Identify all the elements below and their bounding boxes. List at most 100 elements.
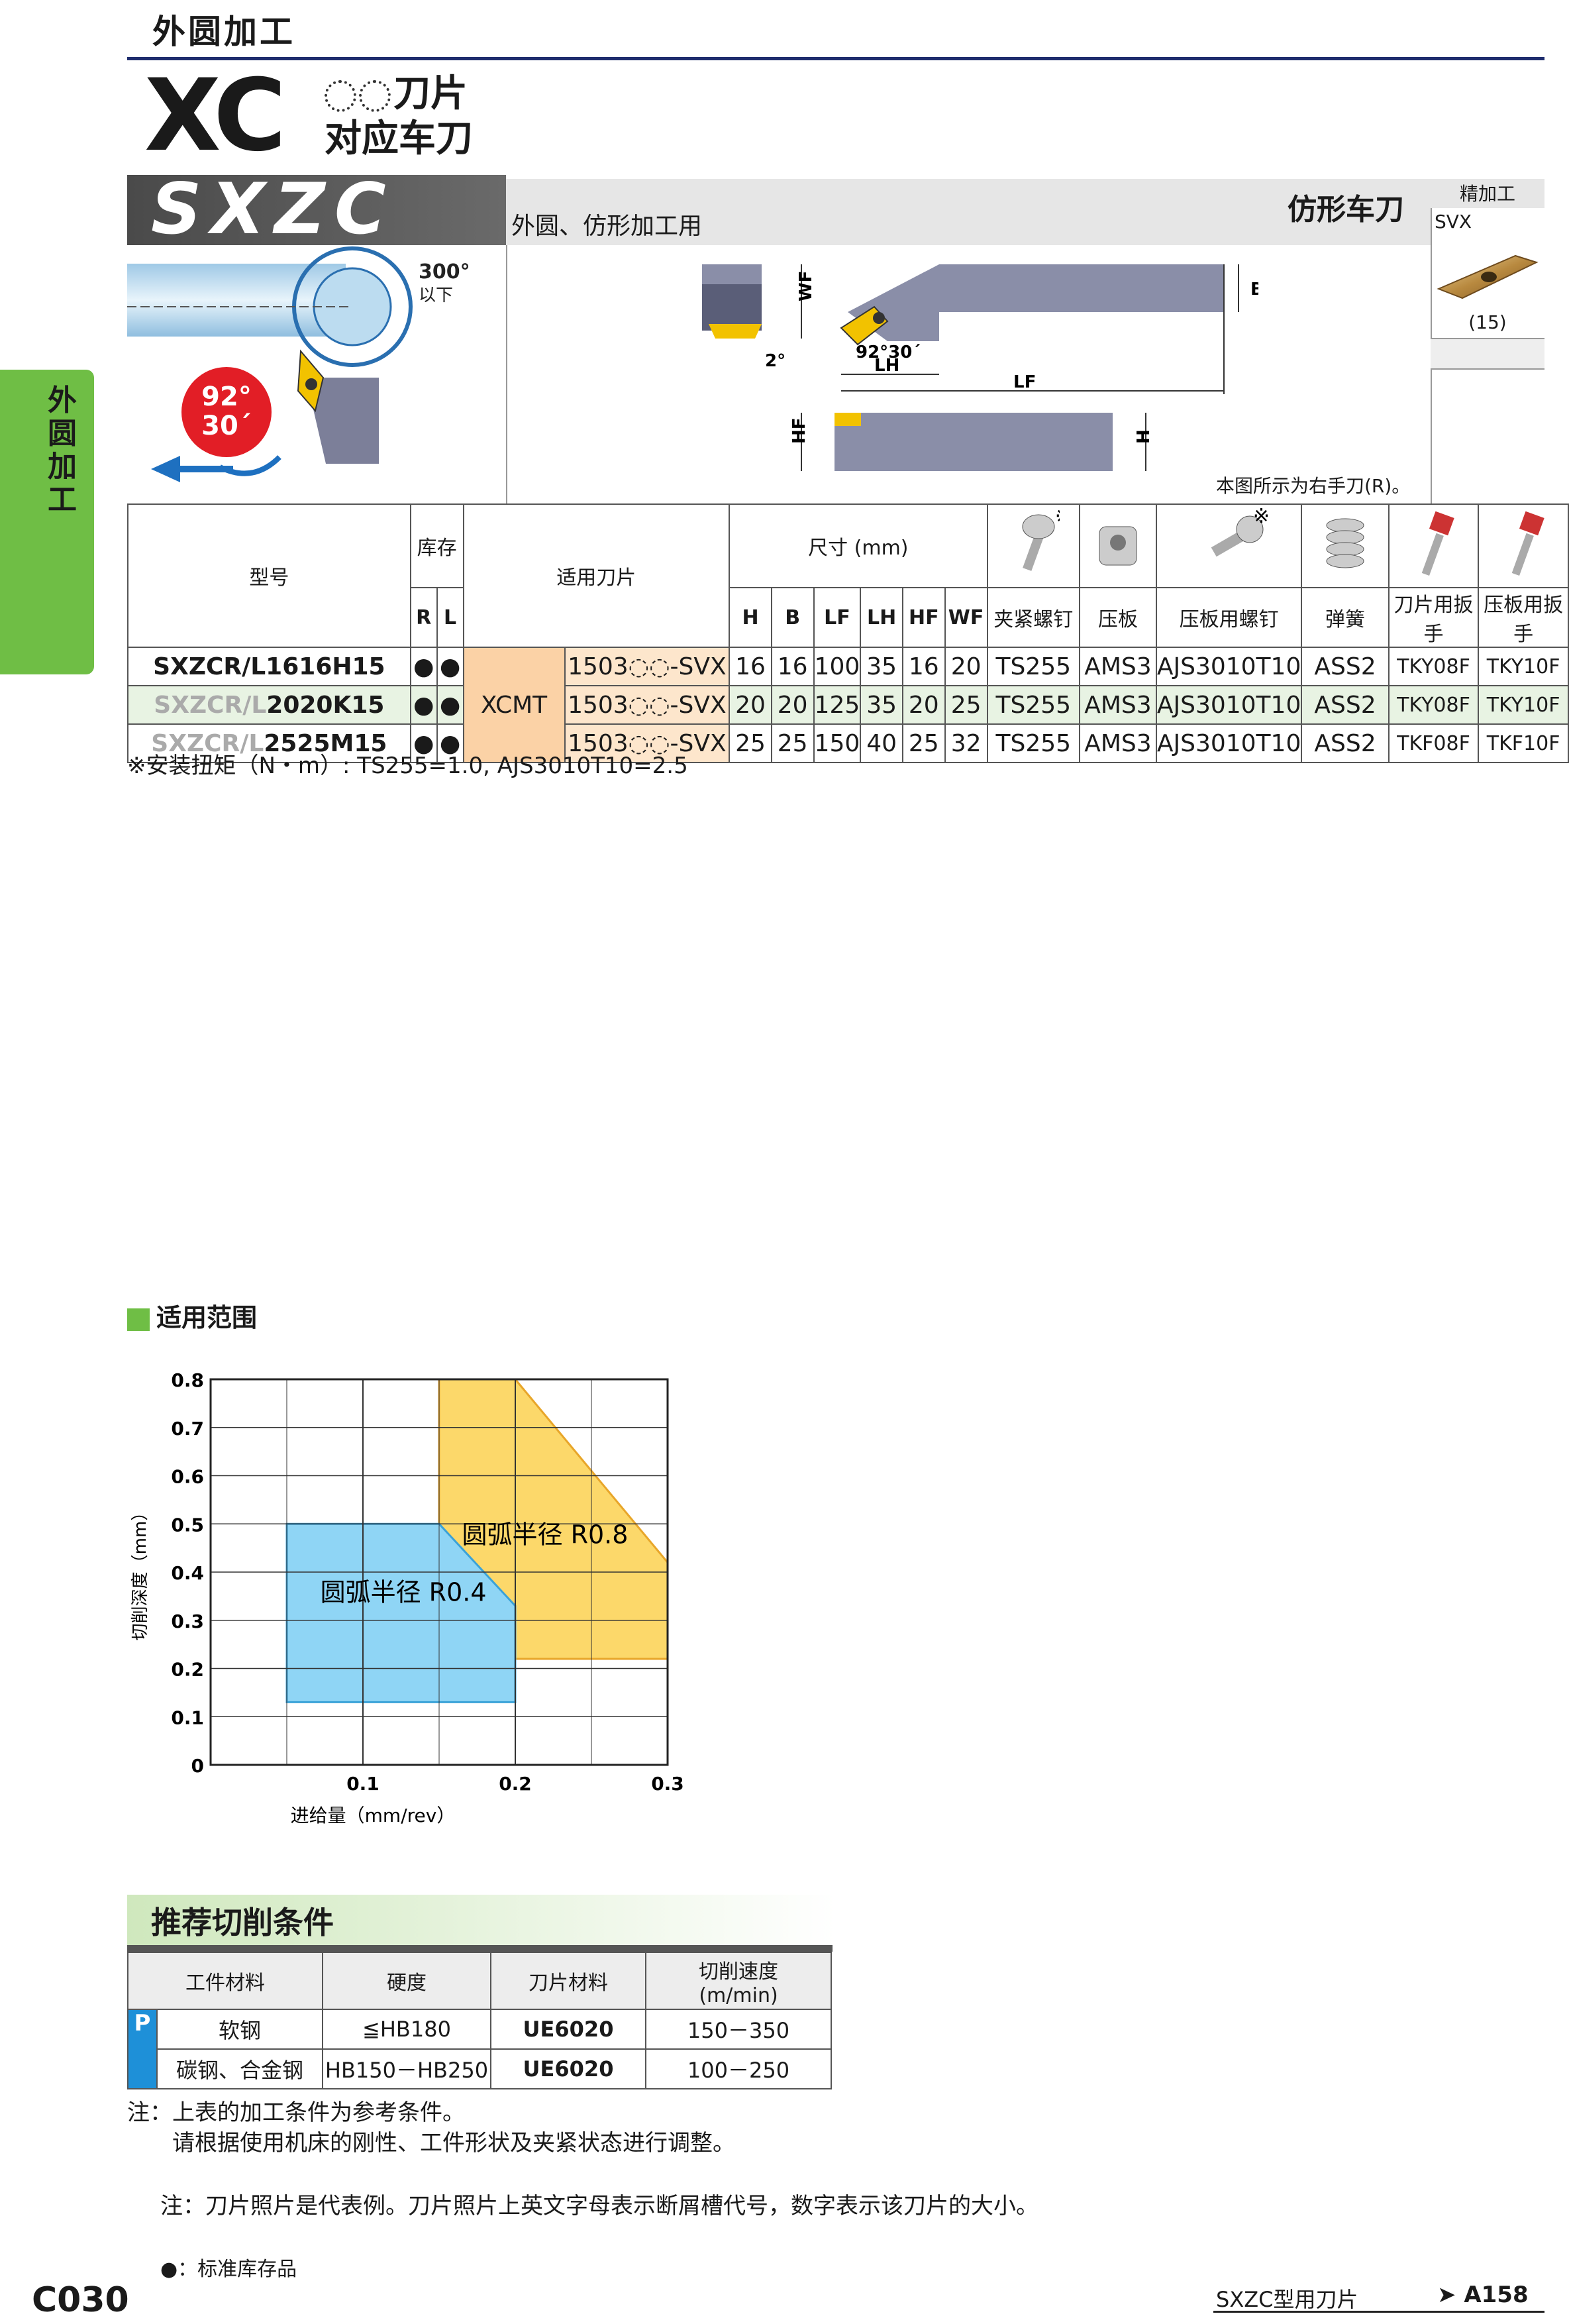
dim-WF: WF <box>796 271 816 301</box>
col-insert: 适用刀片 <box>462 503 731 648</box>
part-cell: AJS3010T10 <box>1155 723 1303 763</box>
dim-cell: 16 <box>770 647 815 686</box>
footer-reference-text: SXZC型用刀片 <box>1216 2287 1358 2312</box>
part-cell: AMS3 <box>1079 647 1157 686</box>
insert-grade: 精加工 <box>1431 179 1544 208</box>
y-tick-label: 0.8 <box>171 1369 204 1391</box>
spring-icon <box>1301 503 1390 588</box>
col-spring: 弹簧 <box>1301 587 1390 648</box>
dim-cell: 16 <box>729 647 772 686</box>
dim-cell: 20 <box>944 647 988 686</box>
col-hardness: 硬度 <box>322 1952 491 2010</box>
x-axis-label: 进给量（mm/rev） <box>291 1805 456 1826</box>
table-row: SXZCR/L1616H15 ● ● XCMT 1503◌◌-SVX 16 16… <box>127 647 1569 763</box>
y-tick-label: 0.6 <box>171 1466 204 1488</box>
dotted-circle-icon <box>325 79 356 112</box>
series-label-r08: 圆弧半径 R0.8 <box>462 1520 629 1549</box>
dim-cell: 25 <box>770 723 815 763</box>
table-row: P 软钢 ≦HB180 UE6020 150－350 <box>127 2009 832 2089</box>
brand-name: SXZC <box>151 168 395 250</box>
stock-L: ● <box>436 685 464 725</box>
part-cell: TKY08F <box>1388 685 1480 725</box>
dim-LH: LH <box>874 356 899 376</box>
angle-top-sub: 以下 <box>419 286 453 305</box>
part-cell: TKF08F <box>1388 723 1480 763</box>
spec-table: 型号 库存 适用刀片 尺寸 (mm) ※ ※ R L H B LF LH HF … <box>127 503 1569 763</box>
insert-code: 1503◌◌-SVX <box>564 685 731 725</box>
col-LF: LF <box>813 587 862 648</box>
y-axis-label: 切削深度（mm） <box>130 1504 150 1641</box>
dim-cell: 40 <box>860 723 903 763</box>
divider <box>1431 368 1544 370</box>
y-tick-label: 0.3 <box>171 1611 204 1632</box>
clamp-plate-icon <box>1079 503 1157 588</box>
col-plate-wrench: 压板用扳手 <box>1478 587 1569 648</box>
table-row: 碳钢、合金钢 HB150－HB250 UE6020 100－250 <box>128 2048 832 2089</box>
dim-cell: 16 <box>901 647 946 686</box>
stock-R: ● <box>409 685 438 725</box>
part-cell: AJS3010T10 <box>1155 685 1303 725</box>
dim-angle: 92°30´ <box>856 343 921 362</box>
plate-wrench-icon <box>1478 503 1569 588</box>
dim-cell: 25 <box>901 723 946 763</box>
stock-legend: ●：标准库存品 <box>160 2258 297 2281</box>
stock-R: ● <box>409 723 438 763</box>
side-tab-label: 外圆加工 <box>48 384 77 517</box>
part-cell: TS255 <box>986 685 1081 725</box>
svg-text:※: ※ <box>1055 507 1060 528</box>
brand-bar <box>127 175 506 245</box>
col-plate-screw: 压板用螺钉 <box>1155 587 1303 648</box>
side-tab <box>0 370 94 674</box>
divider <box>506 245 507 503</box>
recommend-rule <box>127 1945 833 1952</box>
y-tick-label: 0.7 <box>171 1418 204 1440</box>
stock-L: ● <box>436 647 464 686</box>
dim-2deg: 2° <box>765 351 785 371</box>
table-row: SXZCR/L2020K15 ● ● 1503◌◌-SVX 20 20 125 … <box>127 685 1569 725</box>
insert-code: SVX <box>1435 211 1472 233</box>
recommend-title: 推荐切削条件 <box>151 1905 334 1940</box>
section-title: 外圆加工 <box>152 13 295 51</box>
recommend-notes: 注：上表的加工条件为参考条件。 请根据使用机床的刚性、工件形状及夹紧状态进行调整… <box>127 2099 735 2156</box>
material-cell: 软钢 <box>156 2009 323 2050</box>
dim-cell: 35 <box>860 685 903 725</box>
part-cell: TS255 <box>986 723 1081 763</box>
table-row: SXZCR/L2525M15 ● ● 1503◌◌-SVX 25 25 150 … <box>127 723 1569 763</box>
x-tick-label: 0.1 <box>346 1773 380 1795</box>
dim-B: B <box>1250 280 1258 299</box>
range-title: 适用范围 <box>127 1297 257 1334</box>
part-cell: ASS2 <box>1301 685 1390 725</box>
dim-H: H <box>1134 429 1154 444</box>
dim-cell: 20 <box>729 685 772 725</box>
tool-dimension-drawing: B WF 2° 92°30´ LH LF HF H <box>702 264 1258 471</box>
x-tick-label: 0.2 <box>499 1773 532 1795</box>
insert-wrench-icon <box>1388 503 1480 588</box>
group-P: P <box>127 2009 158 2089</box>
y-tick-label: 0.5 <box>171 1514 204 1536</box>
part-cell: TKF10F <box>1478 723 1569 763</box>
model-cell: SXZCR/L1616H15 <box>127 647 411 686</box>
dim-cell: 25 <box>729 723 772 763</box>
recommend-table: 工件材料 硬度 刀片材料 切削速度(m/min) P 软钢 ≦HB180 UE6… <box>127 1952 832 2089</box>
part-cell: ASS2 <box>1301 647 1390 686</box>
y-tick-label: 0.2 <box>171 1659 204 1681</box>
hardness-cell: ≦HB180 <box>322 2009 491 2050</box>
red-angle-bottom: 30´ <box>201 411 252 441</box>
series-title: XC <box>144 58 286 174</box>
series-subtitle: 刀片 对应车刀 <box>325 72 473 160</box>
series-label-r04: 圆弧半径 R0.4 <box>321 1578 487 1607</box>
col-HF: HF <box>901 587 946 648</box>
part-cell: AJS3010T10 <box>1155 647 1303 686</box>
part-cell: AMS3 <box>1079 723 1157 763</box>
dim-cell: 20 <box>770 685 815 725</box>
col-model: 型号 <box>127 503 411 648</box>
clamp-screw-icon: ※ <box>986 503 1081 588</box>
col-clamp-plate: 压板 <box>1079 587 1157 648</box>
footer-reference-link[interactable]: ➤ A158 <box>1437 2282 1529 2308</box>
dim-LF: LF <box>1013 372 1036 392</box>
col-stock: 库存 <box>409 503 464 588</box>
dim-cell: 25 <box>944 685 988 725</box>
grade-cell: UE6020 <box>490 2009 646 2050</box>
green-square-icon <box>127 1308 150 1331</box>
dim-HF: HF <box>789 417 809 444</box>
